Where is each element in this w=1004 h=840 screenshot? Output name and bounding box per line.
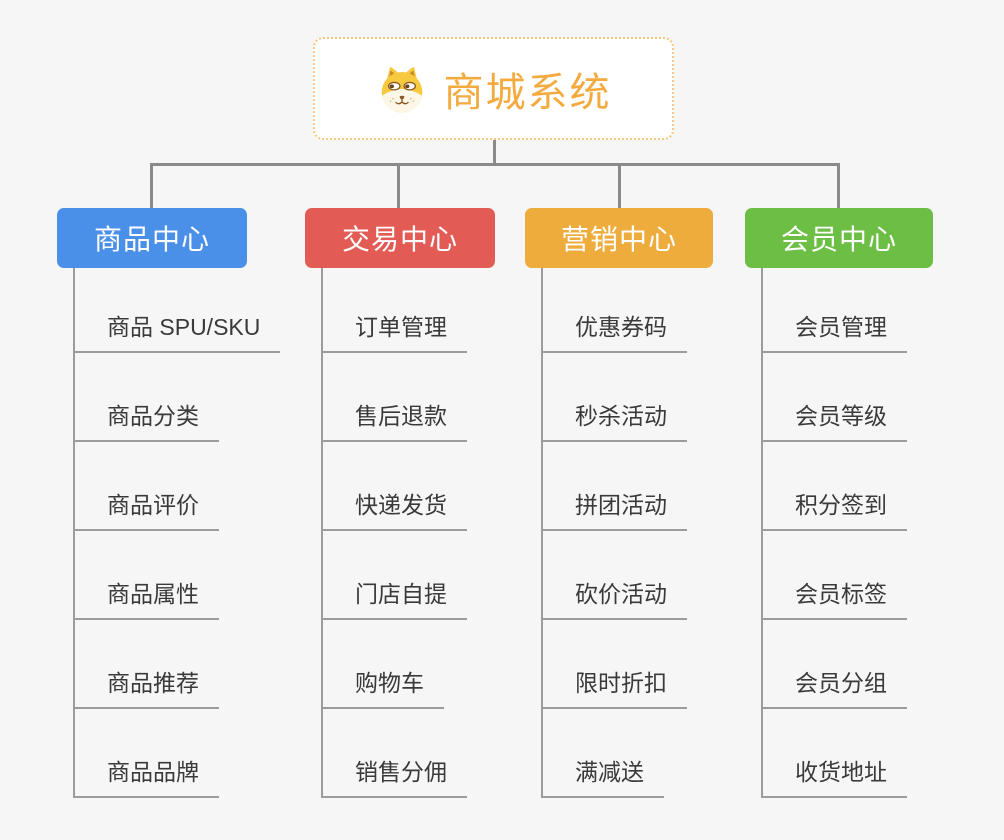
node-product-review[interactable]: 商品评价 xyxy=(73,442,247,531)
node-label: 商品评价 xyxy=(73,486,219,531)
node-sales-commission[interactable]: 销售分佣 xyxy=(321,709,495,798)
node-label: 商品属性 xyxy=(73,575,219,620)
connector-bus xyxy=(150,163,839,166)
branch-member-center: 会员中心 会员管理 会员等级 积分签到 会员标签 会员分组 收货地址 xyxy=(745,208,933,798)
node-coupon-code[interactable]: 优惠券码 xyxy=(541,268,713,353)
node-shopping-cart[interactable]: 购物车 xyxy=(321,620,495,709)
node-aftersale-refund[interactable]: 售后退款 xyxy=(321,353,495,442)
node-express-delivery[interactable]: 快递发货 xyxy=(321,442,495,531)
node-member-management[interactable]: 会员管理 xyxy=(761,268,933,353)
branch-product-center: 商品中心 商品 SPU/SKU 商品分类 商品评价 商品属性 商品推荐 商品品牌 xyxy=(57,208,281,798)
shiba-dog-icon xyxy=(381,66,422,113)
node-limited-time-discount[interactable]: 限时折扣 xyxy=(541,620,713,709)
connector-drop-trade xyxy=(397,163,400,208)
node-bargain-activity[interactable]: 砍价活动 xyxy=(541,531,713,620)
node-label: 优惠券码 xyxy=(541,308,687,353)
node-product-brand[interactable]: 商品品牌 xyxy=(73,709,247,798)
node-member-tag[interactable]: 会员标签 xyxy=(761,531,933,620)
node-product-spu-sku[interactable]: 商品 SPU/SKU xyxy=(73,268,281,353)
node-label: 会员分组 xyxy=(761,664,907,709)
branch-header-trade-center[interactable]: 交易中心 xyxy=(305,208,495,268)
node-store-pickup[interactable]: 门店自提 xyxy=(321,531,495,620)
node-label: 商品 SPU/SKU xyxy=(73,308,281,353)
branch-items-marketing: 优惠券码 秒杀活动 拼团活动 砍价活动 限时折扣 满减送 xyxy=(525,268,713,798)
node-product-attribute[interactable]: 商品属性 xyxy=(73,531,247,620)
node-label: 砍价活动 xyxy=(541,575,687,620)
branch-header-member-center[interactable]: 会员中心 xyxy=(745,208,933,268)
node-full-reduction[interactable]: 满减送 xyxy=(541,709,713,798)
node-product-recommend[interactable]: 商品推荐 xyxy=(73,620,247,709)
branch-trade-center: 交易中心 订单管理 售后退款 快递发货 门店自提 购物车 销售分佣 xyxy=(305,208,495,798)
branch-items-product: 商品 SPU/SKU 商品分类 商品评价 商品属性 商品推荐 商品品牌 xyxy=(57,268,281,798)
node-label: 销售分佣 xyxy=(321,753,467,798)
node-label: 商品分类 xyxy=(73,397,219,442)
connector-drop-member xyxy=(837,163,840,208)
node-label: 商品品牌 xyxy=(73,753,219,798)
branch-marketing-center: 营销中心 优惠券码 秒杀活动 拼团活动 砍价活动 限时折扣 满减送 xyxy=(525,208,713,798)
node-group-buy[interactable]: 拼团活动 xyxy=(541,442,713,531)
node-shipping-address[interactable]: 收货地址 xyxy=(761,709,933,798)
node-label: 收货地址 xyxy=(761,753,907,798)
node-label: 会员管理 xyxy=(761,308,907,353)
node-label: 会员等级 xyxy=(761,397,907,442)
node-product-category[interactable]: 商品分类 xyxy=(73,353,247,442)
node-label: 售后退款 xyxy=(321,397,467,442)
branch-header-marketing-center[interactable]: 营销中心 xyxy=(525,208,713,268)
node-member-level[interactable]: 会员等级 xyxy=(761,353,933,442)
node-label: 秒杀活动 xyxy=(541,397,687,442)
node-member-group[interactable]: 会员分组 xyxy=(761,620,933,709)
connector-root-drop xyxy=(493,140,496,166)
branch-items-trade: 订单管理 售后退款 快递发货 门店自提 购物车 销售分佣 xyxy=(305,268,495,798)
node-order-management[interactable]: 订单管理 xyxy=(321,268,495,353)
node-flash-sale[interactable]: 秒杀活动 xyxy=(541,353,713,442)
branch-items-member: 会员管理 会员等级 积分签到 会员标签 会员分组 收货地址 xyxy=(745,268,933,798)
root-title: 商城系统 xyxy=(443,70,612,115)
node-points-checkin[interactable]: 积分签到 xyxy=(761,442,933,531)
node-label: 门店自提 xyxy=(321,575,467,620)
node-label: 会员标签 xyxy=(761,575,907,620)
node-label: 购物车 xyxy=(321,664,444,709)
root-node[interactable]: 商城系统 xyxy=(313,37,674,140)
node-label: 拼团活动 xyxy=(541,486,687,531)
node-label: 积分签到 xyxy=(761,486,907,531)
connector-drop-marketing xyxy=(618,163,621,208)
node-label: 限时折扣 xyxy=(541,664,687,709)
connector-drop-product xyxy=(150,163,153,208)
node-label: 商品推荐 xyxy=(73,664,219,709)
node-label: 快递发货 xyxy=(321,486,467,531)
branch-header-product-center[interactable]: 商品中心 xyxy=(57,208,247,268)
node-label: 满减送 xyxy=(541,753,664,798)
node-label: 订单管理 xyxy=(321,308,467,353)
